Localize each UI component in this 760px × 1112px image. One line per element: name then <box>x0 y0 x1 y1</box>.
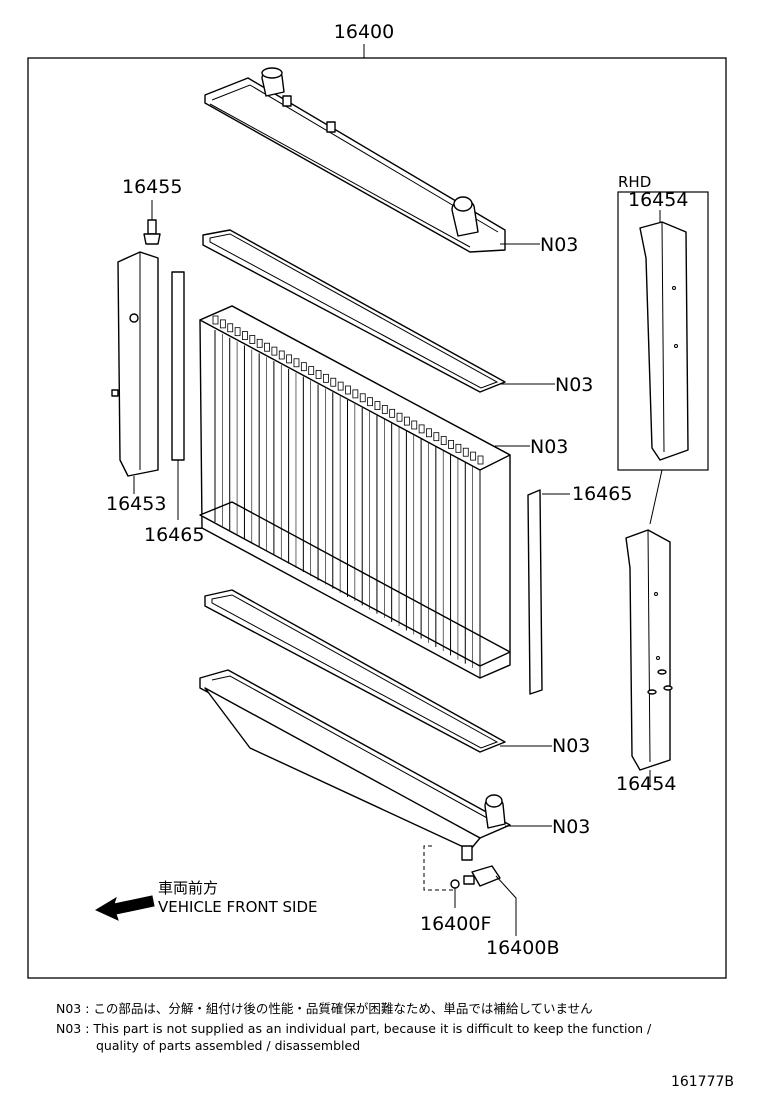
header-tooth <box>418 424 425 434</box>
label-seal-right-16465: 16465 <box>572 483 632 505</box>
seal-left <box>171 271 185 461</box>
lower-tank <box>199 669 511 861</box>
header-tooth <box>227 323 234 333</box>
header-tooth <box>448 440 454 449</box>
label-n03-core: N03 <box>530 436 568 458</box>
direction-label-jp: 車両前方 <box>158 879 218 897</box>
header-tooth <box>381 405 388 414</box>
header-tooth <box>300 362 307 372</box>
label-bracket-upper-16454: 16454 <box>628 189 688 211</box>
label-n03-top-tank: N03 <box>540 234 578 256</box>
bracket-upper-rhd <box>639 221 689 461</box>
header-tooth <box>234 327 241 337</box>
label-seal-left-16465: 16465 <box>144 524 204 546</box>
header-tooth <box>455 443 462 453</box>
header-tooth <box>367 397 373 407</box>
drain-gasket <box>450 879 460 889</box>
label-drain-gasket-16400f: 16400F <box>420 913 491 935</box>
label-n03-lower-gasket: N03 <box>552 735 590 757</box>
header-tooth <box>315 370 322 379</box>
bracket-lower <box>625 529 673 771</box>
header-tooth <box>345 385 351 395</box>
header-tooth <box>219 319 226 329</box>
header-tooth <box>293 358 300 368</box>
header-tooth <box>286 354 293 364</box>
label-rhd: RHD <box>618 173 651 191</box>
header-tooth <box>462 447 469 457</box>
header-tooth <box>433 432 440 442</box>
bolt <box>143 219 161 245</box>
header-tooth <box>440 436 447 445</box>
seal-right <box>527 489 543 695</box>
header-tooth <box>271 346 278 356</box>
label-drain-cock-16400b: 16400B <box>486 937 559 959</box>
header-tooth <box>477 455 484 465</box>
upper-tank <box>204 67 506 253</box>
label-left-support-16453: 16453 <box>106 493 166 515</box>
note-en-line2: quality of parts assembled / disassemble… <box>96 1038 361 1053</box>
header-tooth <box>374 401 381 410</box>
header-tooth <box>389 408 396 418</box>
header-tooth <box>323 373 329 383</box>
radiator-core <box>199 305 511 679</box>
label-bracket-lower-16454: 16454 <box>616 773 676 795</box>
header-tooth <box>411 420 418 430</box>
left-support <box>111 251 159 477</box>
note-jp: N03 : この部品は、分解・組付け後の性能・品質確保が困難なため、単品では補給… <box>56 1001 593 1016</box>
drain-cock <box>463 865 501 887</box>
upper-gasket <box>202 229 506 393</box>
label-n03-lower-tank: N03 <box>552 816 590 838</box>
header-tooth <box>403 416 410 426</box>
header-tooth <box>330 377 337 387</box>
header-tooth <box>396 412 403 422</box>
header-tooth <box>337 381 344 391</box>
header-tooth <box>470 451 477 461</box>
direction-label-en: VEHICLE FRONT SIDE <box>158 898 318 916</box>
rhd-box <box>617 191 709 471</box>
header-tooth <box>256 338 263 348</box>
front-arrow-icon <box>94 895 155 921</box>
header-tooth <box>212 315 219 325</box>
note-en-line1: N03 : This part is not supplied as an in… <box>56 1021 652 1036</box>
header-tooth <box>426 428 432 438</box>
lower-gasket <box>204 589 506 753</box>
header-tooth <box>359 393 366 403</box>
label-bolt-16455: 16455 <box>122 176 182 198</box>
label-assembly-16400: 16400 <box>334 21 394 43</box>
header-tooth <box>249 335 256 344</box>
label-n03-upper-gasket: N03 <box>555 374 593 396</box>
header-tooth <box>308 366 315 375</box>
header-tooth <box>264 342 270 352</box>
header-tooth <box>352 389 359 399</box>
assembly-frame <box>27 57 727 979</box>
header-tooth <box>242 331 248 340</box>
header-tooth <box>278 350 285 360</box>
illustration-code: 161777B <box>670 1074 734 1090</box>
